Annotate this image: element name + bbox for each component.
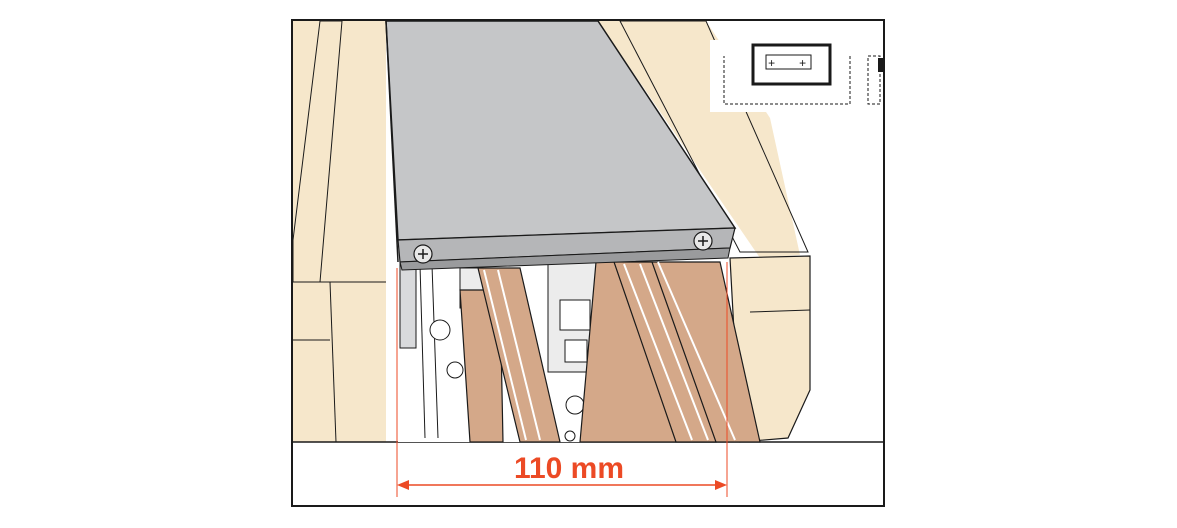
cabinet-position-inset-icon: + +	[710, 40, 884, 112]
dimension-arrow-left	[397, 480, 409, 490]
svg-text:+: +	[768, 57, 775, 71]
dimension-label: 110 mm	[514, 452, 624, 485]
dimension-arrow-right	[715, 480, 727, 490]
frame-border	[291, 19, 885, 507]
wooden-shelf-panels	[459, 261, 761, 443]
screw-right	[693, 231, 713, 251]
cross-head-screw-icon	[413, 231, 713, 264]
svg-text:+: +	[799, 57, 806, 71]
dimension-annotation: 110 mm	[396, 262, 728, 497]
screw-left	[413, 244, 433, 264]
